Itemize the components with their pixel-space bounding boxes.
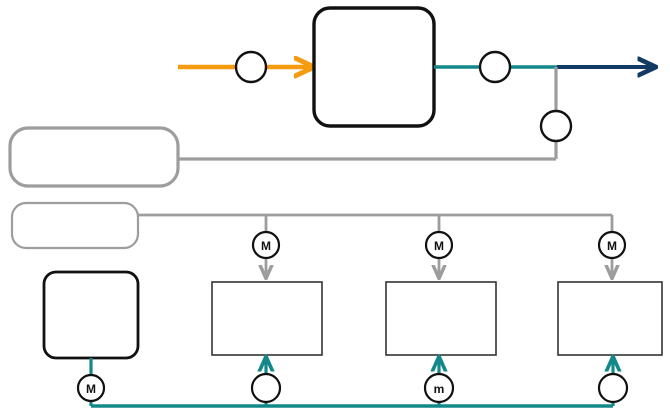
main-reactor-block[interactable] [312,6,436,128]
unit-1-block[interactable] [211,281,323,356]
motor-top-2-label: M [434,239,444,253]
unit-3-block[interactable] [557,281,663,356]
motor-vessel-left-label: M [86,382,96,396]
motor-top-3-marker[interactable]: M [597,230,627,260]
pump-1-marker[interactable] [250,372,282,404]
feed-valve-marker[interactable] [234,50,268,84]
pump-2-marker[interactable]: m [423,372,455,404]
pump-3-marker[interactable] [597,372,629,404]
unit-2-block[interactable] [385,281,497,356]
motor-top-3-label: M [607,239,617,253]
vessel-left-block[interactable] [42,270,140,360]
recycle-valve-marker[interactable] [539,109,573,143]
motor-top-1-label: M [261,239,271,253]
motor-top-1-marker[interactable]: M [251,230,281,260]
motor-top-2-marker[interactable]: M [424,230,454,260]
tank-large-block[interactable] [8,126,180,188]
motor-vessel-left-marker[interactable]: M [76,373,106,403]
tank-small-block[interactable] [10,201,140,250]
pump-2-label: m [434,382,445,396]
product-valve-marker[interactable] [478,50,512,84]
